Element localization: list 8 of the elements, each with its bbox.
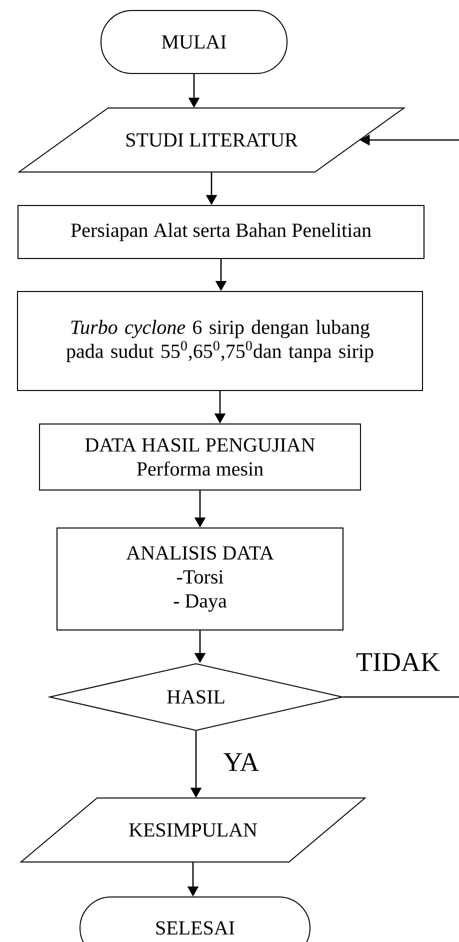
edge-label: YA xyxy=(222,752,260,772)
process-box: Persiapan Alat serta Bahan Penelitian xyxy=(18,205,424,259)
edge-label: TIDAK xyxy=(355,652,441,672)
process-box: DATA HASIL PENGUJIAN Performa mesin xyxy=(39,424,361,490)
process-box: Turbo cyclone 6 sirip dengan lubang pada sudut 55$^{0}$,65$^{0}$,75$^{0}$dan tanpa sirip xyxy=(17,291,423,391)
terminator-box: SELESAI xyxy=(80,896,310,942)
process-box: ANALISIS DATA -Torsi - Daya xyxy=(56,528,344,630)
terminator-box: MULAI xyxy=(100,10,288,74)
